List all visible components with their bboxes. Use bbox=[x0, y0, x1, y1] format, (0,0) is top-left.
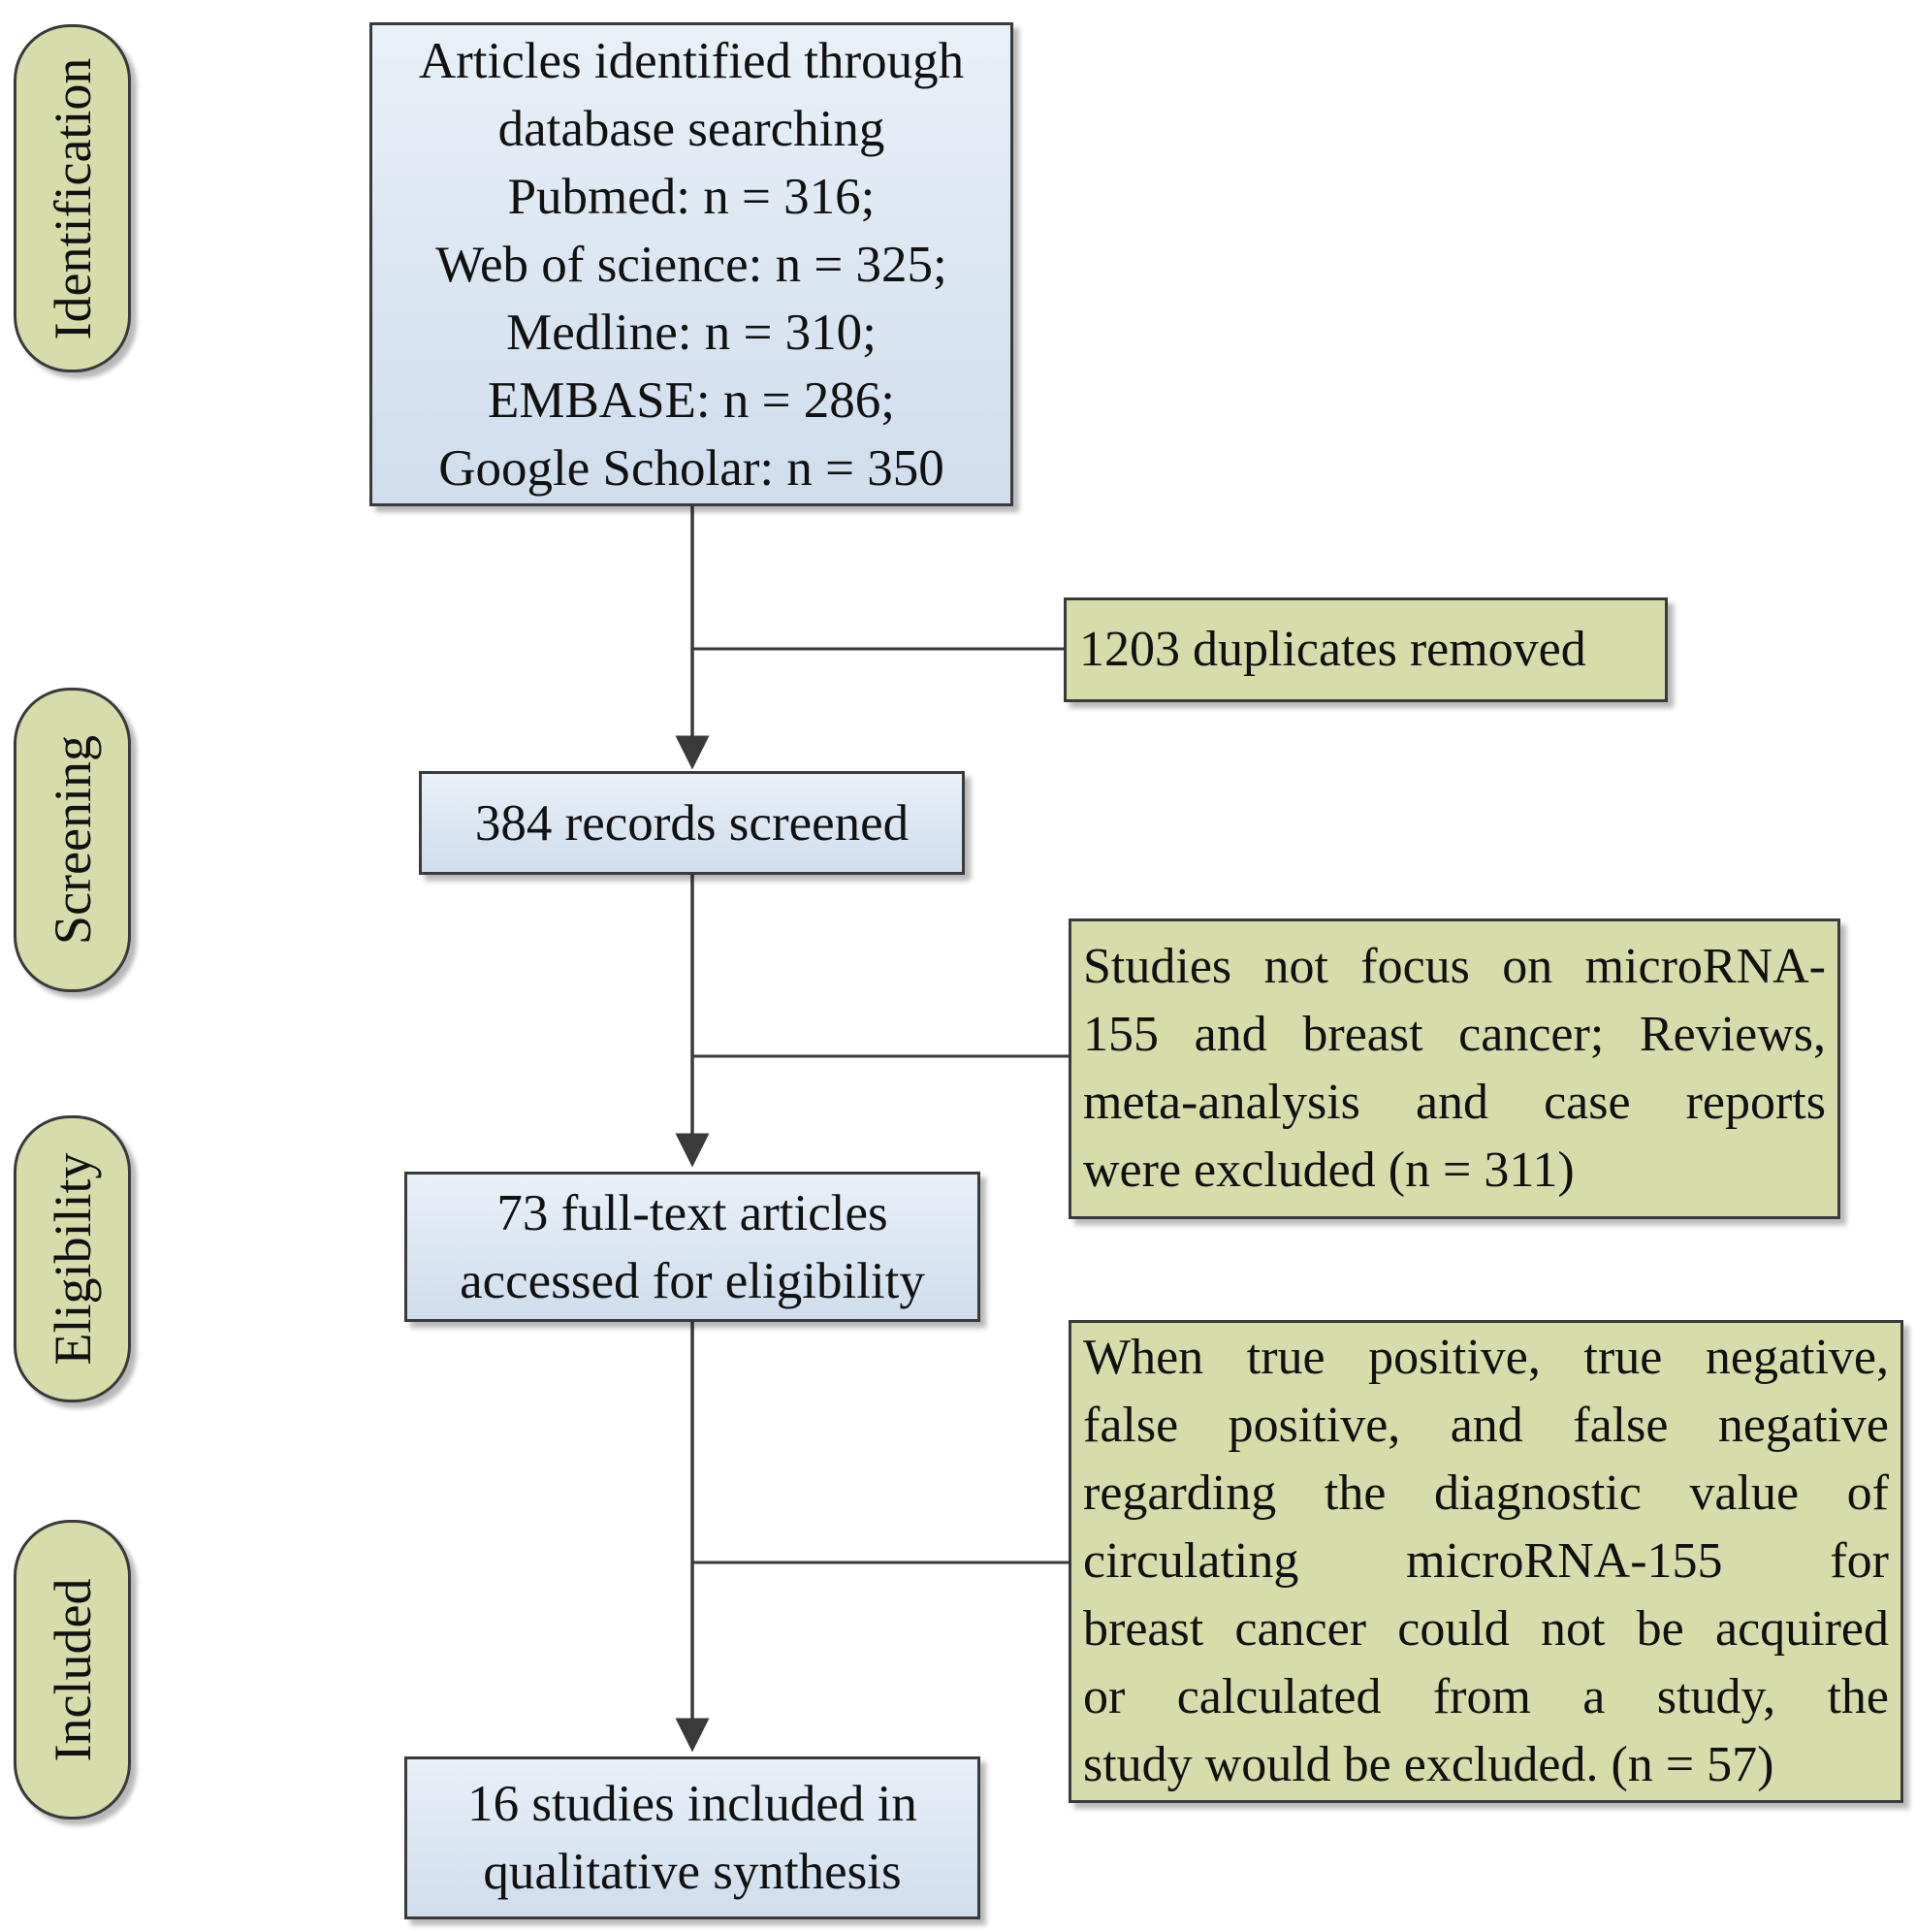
box-full-text-eligibility: 73 full-text articles accessed for eligi… bbox=[404, 1172, 980, 1322]
box-text-line: Studies not focus on microRNA- bbox=[1083, 939, 1826, 994]
box-text-line: breast cancer could not be acquired bbox=[1083, 1601, 1889, 1657]
box-records-screened: 384 records screened bbox=[419, 771, 965, 875]
phase-eligibility: Eligibility bbox=[14, 1115, 131, 1402]
phase-included: Included bbox=[14, 1520, 131, 1819]
box-text-line: 155 and breast cancer; Reviews, bbox=[1083, 1007, 1826, 1062]
box-text-line: 1203 duplicates removed bbox=[1079, 622, 1586, 677]
box-text-line: Google Scholar: n = 350 bbox=[438, 439, 944, 497]
box-text-line: false positive, and false negative bbox=[1083, 1398, 1889, 1453]
box-text-line: regarding the diagnostic value of bbox=[1083, 1465, 1889, 1521]
box-text-line: Web of science: n = 325; bbox=[435, 236, 947, 293]
box-text-line: accessed for eligibility bbox=[460, 1252, 925, 1309]
phase-identification: Identification bbox=[14, 24, 131, 372]
box-text-line: When true positive, true negative, bbox=[1083, 1330, 1889, 1385]
box-text-line: database searching bbox=[497, 100, 885, 157]
box-studies-included: 16 studies included in qualitative synth… bbox=[404, 1756, 980, 1919]
box-text-line: meta-analysis and case reports bbox=[1083, 1075, 1826, 1130]
box-text-line: EMBASE: n = 286; bbox=[487, 371, 896, 429]
phase-identification-label: Identification bbox=[43, 57, 102, 339]
box-text-line: 73 full-text articles bbox=[496, 1184, 888, 1241]
box-text-line: were excluded (n = 311) bbox=[1083, 1143, 1575, 1198]
box-text-line: 16 studies included in bbox=[467, 1776, 917, 1832]
box-excluded-eligibility: When true positive, true negative, false… bbox=[1069, 1320, 1903, 1803]
box-text-line: Articles identified through bbox=[418, 32, 965, 89]
box-text-line: or calculated from a study, the bbox=[1083, 1669, 1889, 1724]
box-text-line: Medline: n = 310; bbox=[506, 304, 877, 361]
box-text-line: circulating microRNA-155 for bbox=[1083, 1533, 1889, 1589]
phase-included-label: Included bbox=[43, 1578, 102, 1761]
box-excluded-screening: Studies not focus on microRNA- 155 and b… bbox=[1069, 918, 1840, 1219]
box-text-line: study would be excluded. (n = 57) bbox=[1083, 1737, 1774, 1792]
box-records-identified: Articles identified through database sea… bbox=[369, 22, 1013, 506]
box-duplicates-removed: 1203 duplicates removed bbox=[1064, 597, 1668, 702]
phase-eligibility-label: Eligibility bbox=[43, 1152, 102, 1366]
phase-screening: Screening bbox=[14, 688, 131, 992]
box-text-line: qualitative synthesis bbox=[483, 1844, 902, 1900]
phase-screening-label: Screening bbox=[43, 735, 102, 945]
box-text-line: 384 records screened bbox=[474, 794, 910, 852]
box-text-line: Pubmed: n = 316; bbox=[507, 168, 876, 225]
